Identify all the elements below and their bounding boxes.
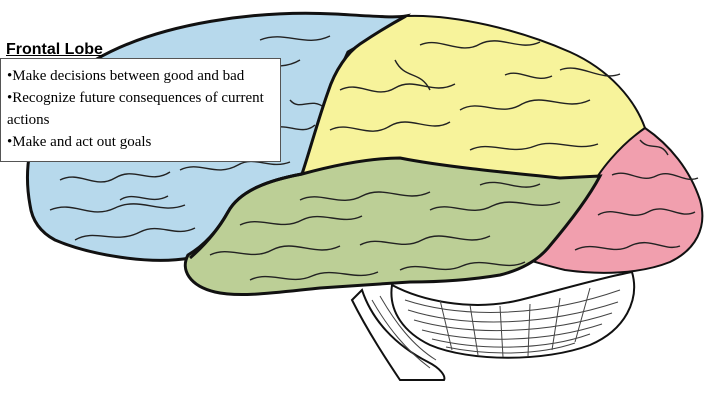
central-sulcus (300, 14, 407, 175)
list-item: •Recognize future consequences of curren… (7, 87, 276, 131)
bullet-icon: • (7, 134, 13, 150)
parieto-temporal-boundary (399, 157, 601, 179)
list-item-text: Recognize future consequences of current… (7, 90, 264, 128)
bullet-icon: • (7, 90, 13, 106)
brainstem (350, 288, 446, 381)
callout-box: •Make decisions between good and bad •Re… (0, 58, 281, 162)
callout-list: •Make decisions between good and bad •Re… (7, 65, 276, 153)
cerebellum (390, 270, 636, 359)
temporal-lobe (183, 156, 603, 297)
list-item-text: Make and act out goals (12, 134, 152, 150)
callout-title: Frontal Lobe (6, 41, 103, 58)
list-item: •Make and act out goals (7, 131, 276, 153)
list-item-text: Make decisions between good and bad (12, 68, 245, 84)
list-item: •Make decisions between good and bad (7, 65, 276, 87)
bullet-icon: • (7, 68, 13, 84)
lateral-sulcus (189, 172, 303, 260)
